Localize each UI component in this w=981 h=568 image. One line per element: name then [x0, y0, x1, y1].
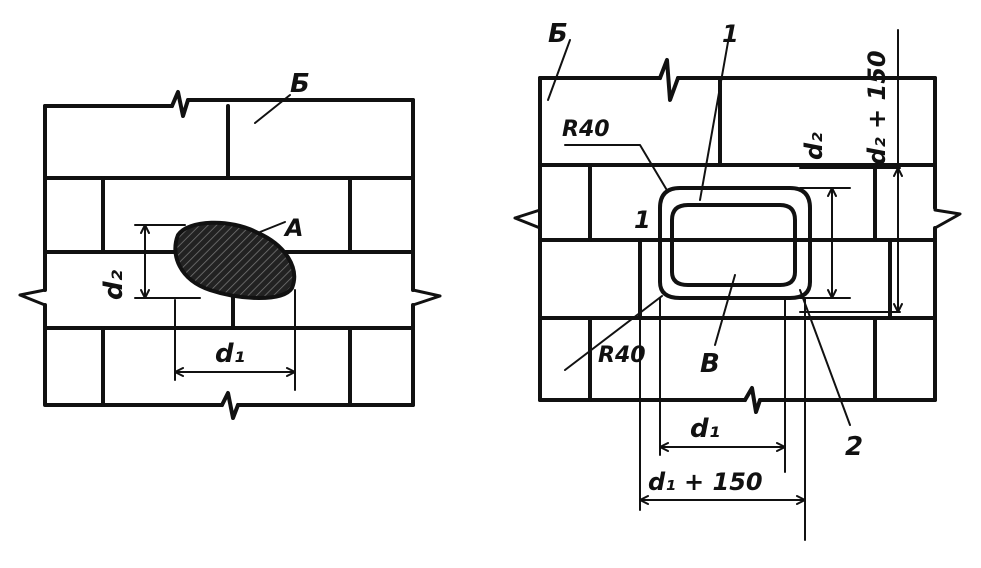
radius-bottom-leader [564, 295, 663, 371]
radius-top-label: R40 [562, 117, 610, 142]
right-wall-label: Б [548, 19, 568, 49]
callout-1-leader [699, 41, 729, 201]
wall-leader [254, 94, 291, 124]
left-dim-width-label: d₁ [215, 339, 245, 369]
callout-2-label: 2 [845, 432, 863, 462]
right-dim-width-plus-label: d₁ + 150 [648, 468, 763, 496]
damage-leader [259, 221, 286, 233]
right-dim-height-label: d₂ [800, 132, 828, 160]
left-wall-frame [18, 90, 442, 420]
left-wall-label: Б [290, 69, 310, 99]
patch-leader [714, 274, 736, 346]
right-dim-height-plus-label: d₂ + 150 [863, 50, 891, 165]
damage-area [173, 220, 297, 300]
right-dim-width-plus [639, 239, 806, 541]
right-figure: Б R40 R40 1 1 2 B d₂ d₂ + 150 d₁ d₁ + 15… [513, 19, 962, 541]
right-dim-width-label: d₁ [690, 414, 720, 444]
callout-2-leader [799, 289, 851, 426]
wall-leader-right [547, 39, 571, 101]
callout-1-label: 1 [722, 20, 739, 48]
left-figure: Б A d₂ d₁ [18, 69, 442, 420]
radius-bottom-label: R40 [598, 343, 646, 368]
radius-top-leader [564, 144, 669, 193]
patch-contour [670, 203, 797, 287]
left-damage-label: A [283, 214, 304, 242]
opening-outer-contour [658, 186, 812, 300]
right-dim-width [659, 297, 786, 473]
callout-1-left-label: 1 [634, 206, 651, 234]
patch-label: B [700, 349, 720, 379]
left-dim-height-label: d₂ [99, 269, 129, 300]
right-wall-frame [513, 58, 962, 414]
left-dim-height [134, 224, 201, 299]
right-dim-height-plus [799, 29, 903, 313]
left-dim-width [174, 289, 296, 391]
right-dim-height [799, 187, 851, 299]
